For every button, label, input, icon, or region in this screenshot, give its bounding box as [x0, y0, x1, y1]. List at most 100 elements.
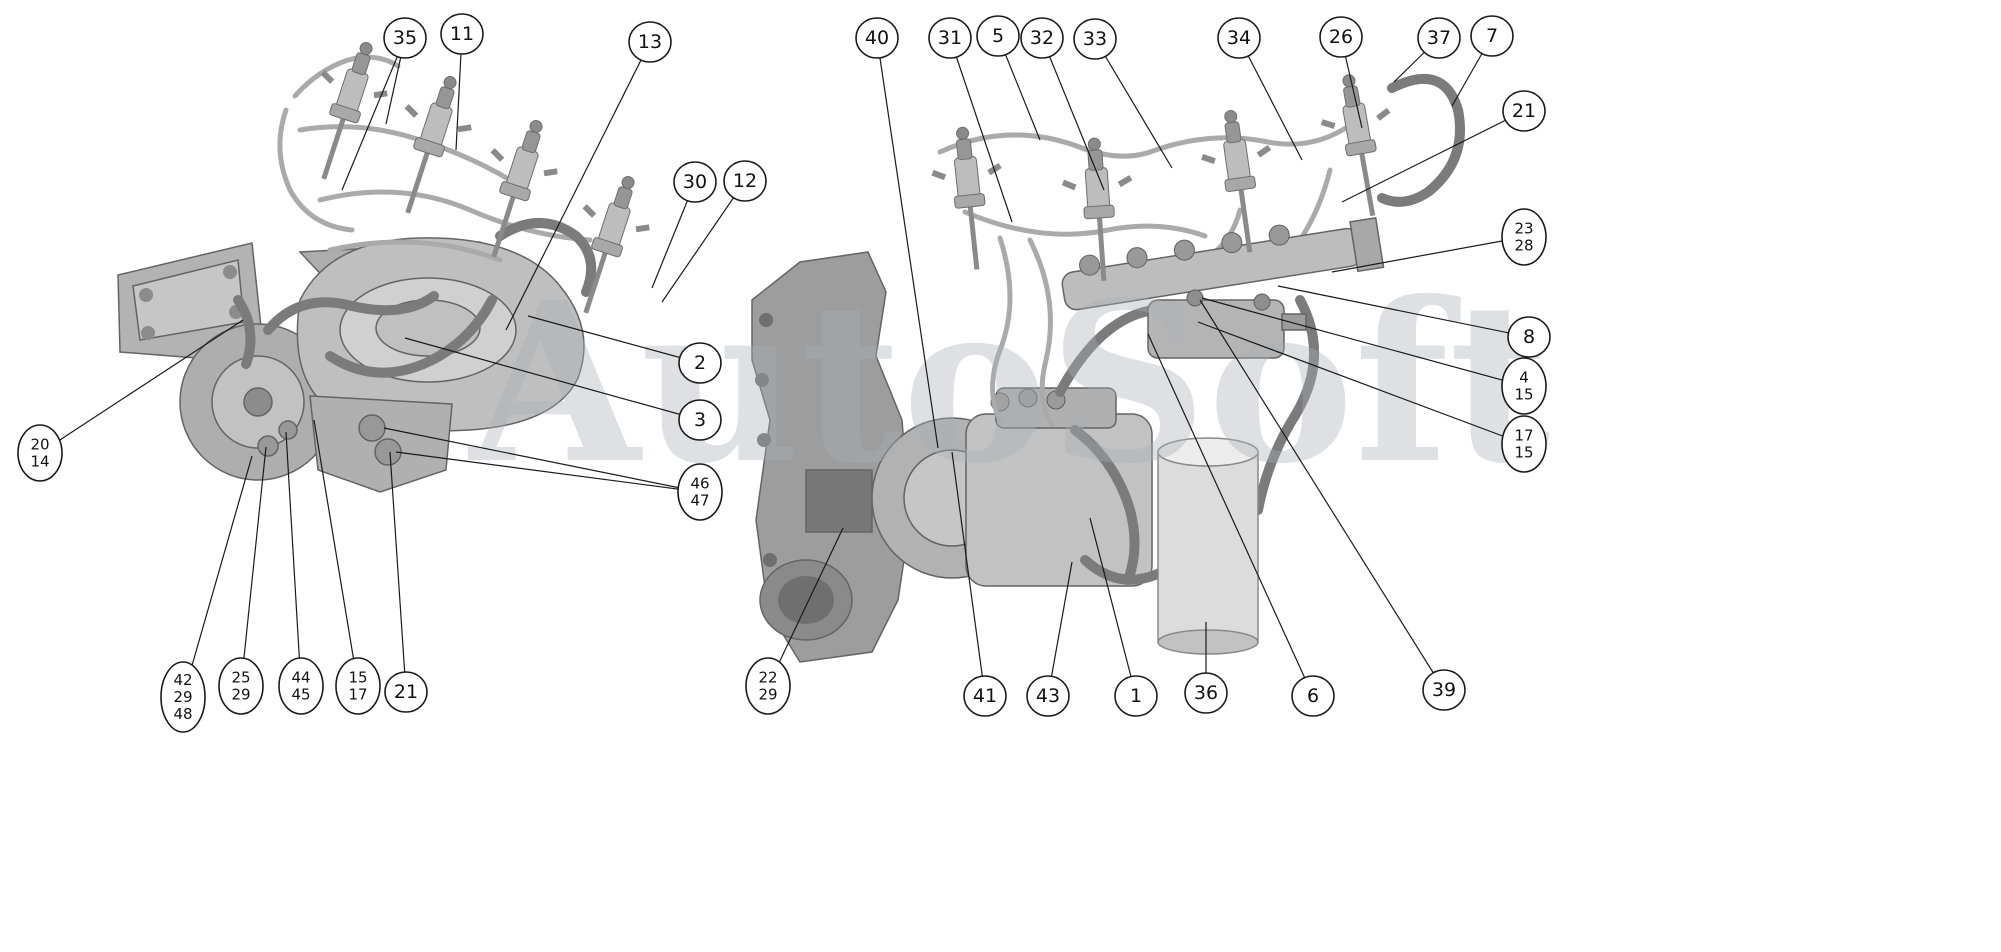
callout-number: 29	[231, 686, 250, 704]
callout-bubble[interactable]	[1501, 208, 1547, 266]
callout-number: 44	[291, 669, 310, 687]
callout-bubble[interactable]	[976, 15, 1020, 57]
callout-number: 6	[1307, 685, 1319, 707]
callout-bubble[interactable]	[218, 657, 264, 715]
callout-bubble[interactable]	[745, 657, 791, 715]
callout-number: 39	[1432, 679, 1456, 701]
callout-bubble[interactable]	[1291, 675, 1335, 717]
callout-bubble[interactable]	[160, 661, 206, 733]
callout-bubble[interactable]	[1507, 316, 1551, 358]
callout-number: 26	[1329, 26, 1353, 48]
callout-bubble[interactable]	[1026, 675, 1070, 717]
leader-line	[527, 315, 701, 364]
leader-line	[39, 319, 244, 454]
callout-number: 12	[733, 170, 757, 192]
leader-line	[1277, 285, 1530, 338]
leader-line	[951, 451, 986, 697]
callout-bubble[interactable]	[335, 657, 381, 715]
leader-line	[1094, 38, 1173, 169]
callout-number: 14	[30, 453, 49, 471]
callout-number: 42	[173, 671, 192, 689]
callout-bubble[interactable]	[1184, 672, 1228, 714]
callout-number: 41	[973, 685, 997, 707]
leader-line	[1199, 299, 1445, 691]
leader-line	[389, 451, 407, 693]
callout-bubble[interactable]	[17, 424, 63, 482]
leader-line	[383, 427, 701, 493]
callout-bubble[interactable]	[1114, 675, 1158, 717]
callout-bubble[interactable]	[440, 13, 484, 55]
callout-bubble[interactable]	[1073, 18, 1117, 60]
callout-bubble[interactable]	[1217, 17, 1261, 59]
fuel-pump-illustration	[871, 304, 1185, 587]
callout-number: 30	[683, 171, 707, 193]
right-assembly-illustration	[928, 69, 1465, 655]
callout-bubble[interactable]	[1422, 669, 1466, 711]
callout-bubble[interactable]	[384, 671, 428, 713]
callout-bubble[interactable]	[1417, 17, 1461, 59]
leader-line	[505, 41, 651, 331]
callout-bubble[interactable]	[628, 21, 672, 63]
leader-line	[1197, 321, 1525, 445]
callout-number: 7	[1486, 25, 1498, 47]
callout-number: 31	[938, 27, 962, 49]
callout-bubble[interactable]	[1470, 15, 1514, 57]
callout-bubble[interactable]	[383, 17, 427, 59]
leader-line	[1341, 110, 1525, 203]
callout-number: 3	[694, 409, 706, 431]
callout-number: 46	[690, 475, 709, 493]
callout-bubble[interactable]	[1501, 357, 1547, 415]
callout-number: 37	[1427, 27, 1451, 49]
callout-bubble[interactable]	[928, 17, 972, 59]
callout-number: 43	[1036, 685, 1060, 707]
callout-number: 29	[173, 688, 192, 706]
callout-bubble[interactable]	[1502, 90, 1546, 132]
callout-number: 15	[1514, 386, 1533, 404]
leader-line	[876, 37, 939, 449]
callout-number: 36	[1194, 682, 1218, 704]
callout-bubble[interactable]	[723, 160, 767, 202]
callout-number: 8	[1523, 326, 1535, 348]
callout-bubble[interactable]	[678, 342, 722, 384]
callout-bubble[interactable]	[673, 161, 717, 203]
leader-line	[182, 455, 253, 698]
callout-bubble[interactable]	[1020, 17, 1064, 59]
callout-bubble[interactable]	[677, 463, 723, 521]
leader-line	[1238, 37, 1303, 161]
callout-number: 35	[393, 27, 417, 49]
leader-line	[1089, 517, 1137, 697]
callout-number: 28	[1514, 237, 1533, 255]
leader-line	[395, 451, 701, 493]
callout-number: 5	[992, 25, 1004, 47]
leader-line	[661, 180, 746, 303]
callout-number: 13	[638, 31, 662, 53]
leader-line	[1147, 333, 1314, 697]
leader-line	[949, 37, 1013, 223]
callout-bubble[interactable]	[278, 657, 324, 715]
callout-number: 21	[1512, 100, 1536, 122]
callout-number: 32	[1030, 27, 1054, 49]
callout-number: 48	[173, 705, 192, 723]
callout-bubble[interactable]	[855, 17, 899, 59]
callout-number: 4	[1519, 369, 1529, 387]
callout-number: 15	[1514, 444, 1533, 462]
callout-bubble[interactable]	[963, 675, 1007, 717]
leader-line	[1047, 561, 1073, 697]
leader-line	[285, 431, 302, 687]
leader-line	[1201, 297, 1525, 387]
callout-number: 15	[348, 669, 367, 687]
leader-line	[767, 527, 844, 687]
callout-bubble[interactable]	[1501, 415, 1547, 473]
callout-number: 2	[694, 352, 706, 374]
callout-bubble[interactable]	[678, 399, 722, 441]
callout-number: 21	[394, 681, 418, 703]
leader-line	[404, 337, 701, 421]
callout-number: 22	[758, 669, 777, 687]
callout-number: 40	[865, 27, 889, 49]
leader-line	[341, 37, 406, 191]
leader-line	[313, 419, 359, 687]
callout-number: 17	[1514, 427, 1533, 445]
callout-bubble[interactable]	[1319, 16, 1363, 58]
